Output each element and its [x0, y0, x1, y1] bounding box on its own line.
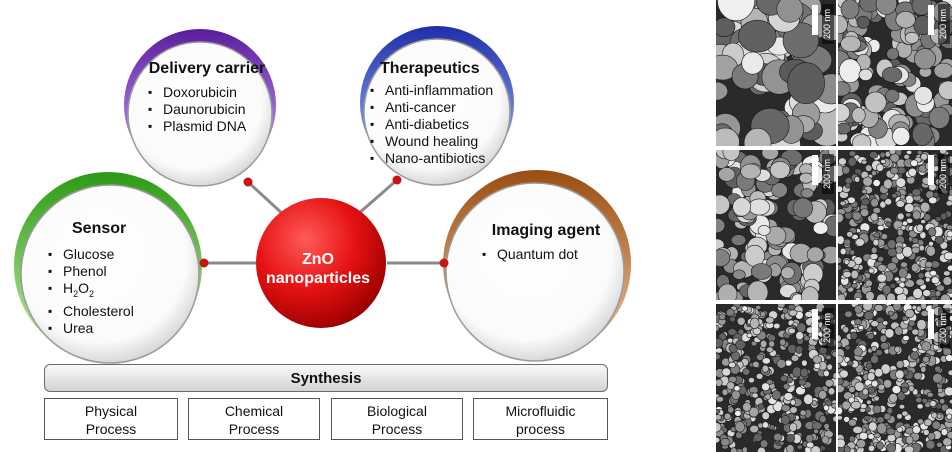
zno-applications-diagram: Delivery carrier Doxorubicin Daunorubici… — [0, 0, 700, 452]
process-box-physical: Physical Process — [44, 398, 178, 440]
panel-letter: a — [716, 443, 718, 449]
list-item: Doxorubicin — [148, 84, 272, 101]
sem-panel-e: e 200 nm — [838, 150, 952, 300]
delivery-carrier-title: Delivery carrier — [148, 60, 266, 77]
process-line2: Process — [371, 421, 423, 437]
scale-bar-label: 200 nm — [938, 308, 950, 348]
dot-delivery — [243, 177, 253, 187]
delivery-carrier-text: Delivery carrier Doxorubicin Daunorubici… — [142, 60, 272, 135]
panel-letter: f — [838, 140, 840, 143]
sem-texture — [838, 304, 952, 452]
process-line1: Microfluidic — [505, 403, 576, 419]
process-line1: Physical — [84, 403, 138, 419]
bubble-imaging-agent — [443, 170, 631, 362]
list-item: Anti-inflammation — [370, 82, 520, 99]
process-line2: Process — [228, 421, 280, 437]
sem-panel-f: f 200 nm — [838, 0, 952, 146]
sem-panel-a: a 200 nm — [716, 304, 836, 452]
connector-delivery — [246, 180, 287, 218]
therapeutics-title: Therapeutics — [380, 60, 480, 77]
sensor-text: Sensor Glucose Phenol H2O2 Cholesterol U… — [48, 220, 168, 337]
sem-panel-d: d 200 nm — [838, 304, 952, 452]
list-item: Quantum dot — [482, 246, 616, 263]
panel-letter: e — [838, 291, 840, 297]
list-item: Phenol — [48, 263, 168, 280]
scale-bar — [928, 155, 934, 185]
imaging-agent-text: Imaging agent Quantum dot — [476, 222, 616, 263]
scale-bar — [812, 155, 818, 185]
dot-sensor — [199, 258, 209, 268]
process-line2: Process — [85, 421, 137, 437]
sem-panel-b: b 200 nm — [716, 150, 836, 300]
process-line1: Biological — [367, 403, 427, 419]
sem-micrograph-grid: c200 nm f200 nm b200 nm e200 nm a200 nm … — [716, 0, 952, 452]
list-item: Urea — [48, 320, 168, 337]
scale-bar-label: 200 nm — [938, 4, 950, 44]
scale-bar — [928, 309, 934, 339]
panel-letter: b — [716, 291, 718, 297]
sensor-title: Sensor — [72, 220, 127, 237]
center-sphere — [256, 198, 386, 328]
dot-imaging — [439, 258, 449, 268]
h2o2-label: H2O2 — [63, 280, 95, 299]
dot-therapeutics — [392, 175, 402, 185]
process-box-biological: Biological Process — [331, 398, 463, 440]
sem-texture — [716, 0, 836, 146]
scale-bar-label: 200 nm — [822, 4, 834, 44]
connector-lines — [204, 178, 444, 265]
sem-panel-c: c 200 nm — [716, 0, 836, 146]
synthesis-bar: Synthesis — [44, 364, 608, 392]
scale-bar — [928, 5, 934, 35]
list-item: Nano-antibiotics — [370, 150, 520, 167]
scale-bar-label: 200 nm — [822, 308, 834, 348]
sem-texture — [838, 150, 952, 300]
scale-bar-label: 200 nm — [938, 154, 950, 194]
list-item: Anti-cancer — [370, 99, 520, 116]
process-line1: Chemical — [224, 403, 284, 419]
center-label: ZnO nanoparticles — [258, 250, 378, 288]
imaging-agent-title: Imaging agent — [491, 222, 601, 239]
list-item: Wound healing — [370, 133, 520, 150]
sem-texture — [838, 0, 952, 146]
center-label-line1: ZnO — [302, 251, 334, 268]
therapeutics-list: Anti-inflammation Anti-cancer Anti-diabe… — [370, 82, 520, 167]
scale-bar — [812, 5, 818, 35]
process-box-chemical: Chemical Process — [188, 398, 320, 440]
therapeutics-text: Therapeutics Anti-inflammation Anti-canc… — [370, 60, 520, 167]
list-item: Plasmid DNA — [148, 118, 272, 135]
delivery-carrier-list: Doxorubicin Daunorubicin Plasmid DNA — [148, 84, 272, 135]
sensor-list: Glucose Phenol H2O2 Cholesterol Urea — [48, 246, 168, 337]
process-box-microfluidic: Microfluidic process — [473, 398, 608, 440]
connector-therapeutics — [357, 178, 398, 216]
junction-dots — [199, 175, 449, 268]
list-item: Glucose — [48, 246, 168, 263]
process-line2: process — [515, 421, 566, 437]
sem-texture — [716, 150, 836, 300]
panel-letter: c — [716, 138, 718, 143]
panel-letter: d — [838, 443, 840, 449]
list-item: Cholesterol — [48, 303, 168, 320]
sem-texture — [716, 304, 836, 452]
list-item: Daunorubicin — [148, 101, 272, 118]
list-item: Anti-diabetics — [370, 116, 520, 133]
list-item-h2o2: H2O2 — [48, 280, 168, 303]
center-label-line2: nanoparticles — [265, 270, 371, 287]
imaging-agent-list: Quantum dot — [482, 246, 616, 263]
scale-bar — [812, 309, 818, 339]
scale-bar-label: 200 nm — [822, 154, 834, 194]
